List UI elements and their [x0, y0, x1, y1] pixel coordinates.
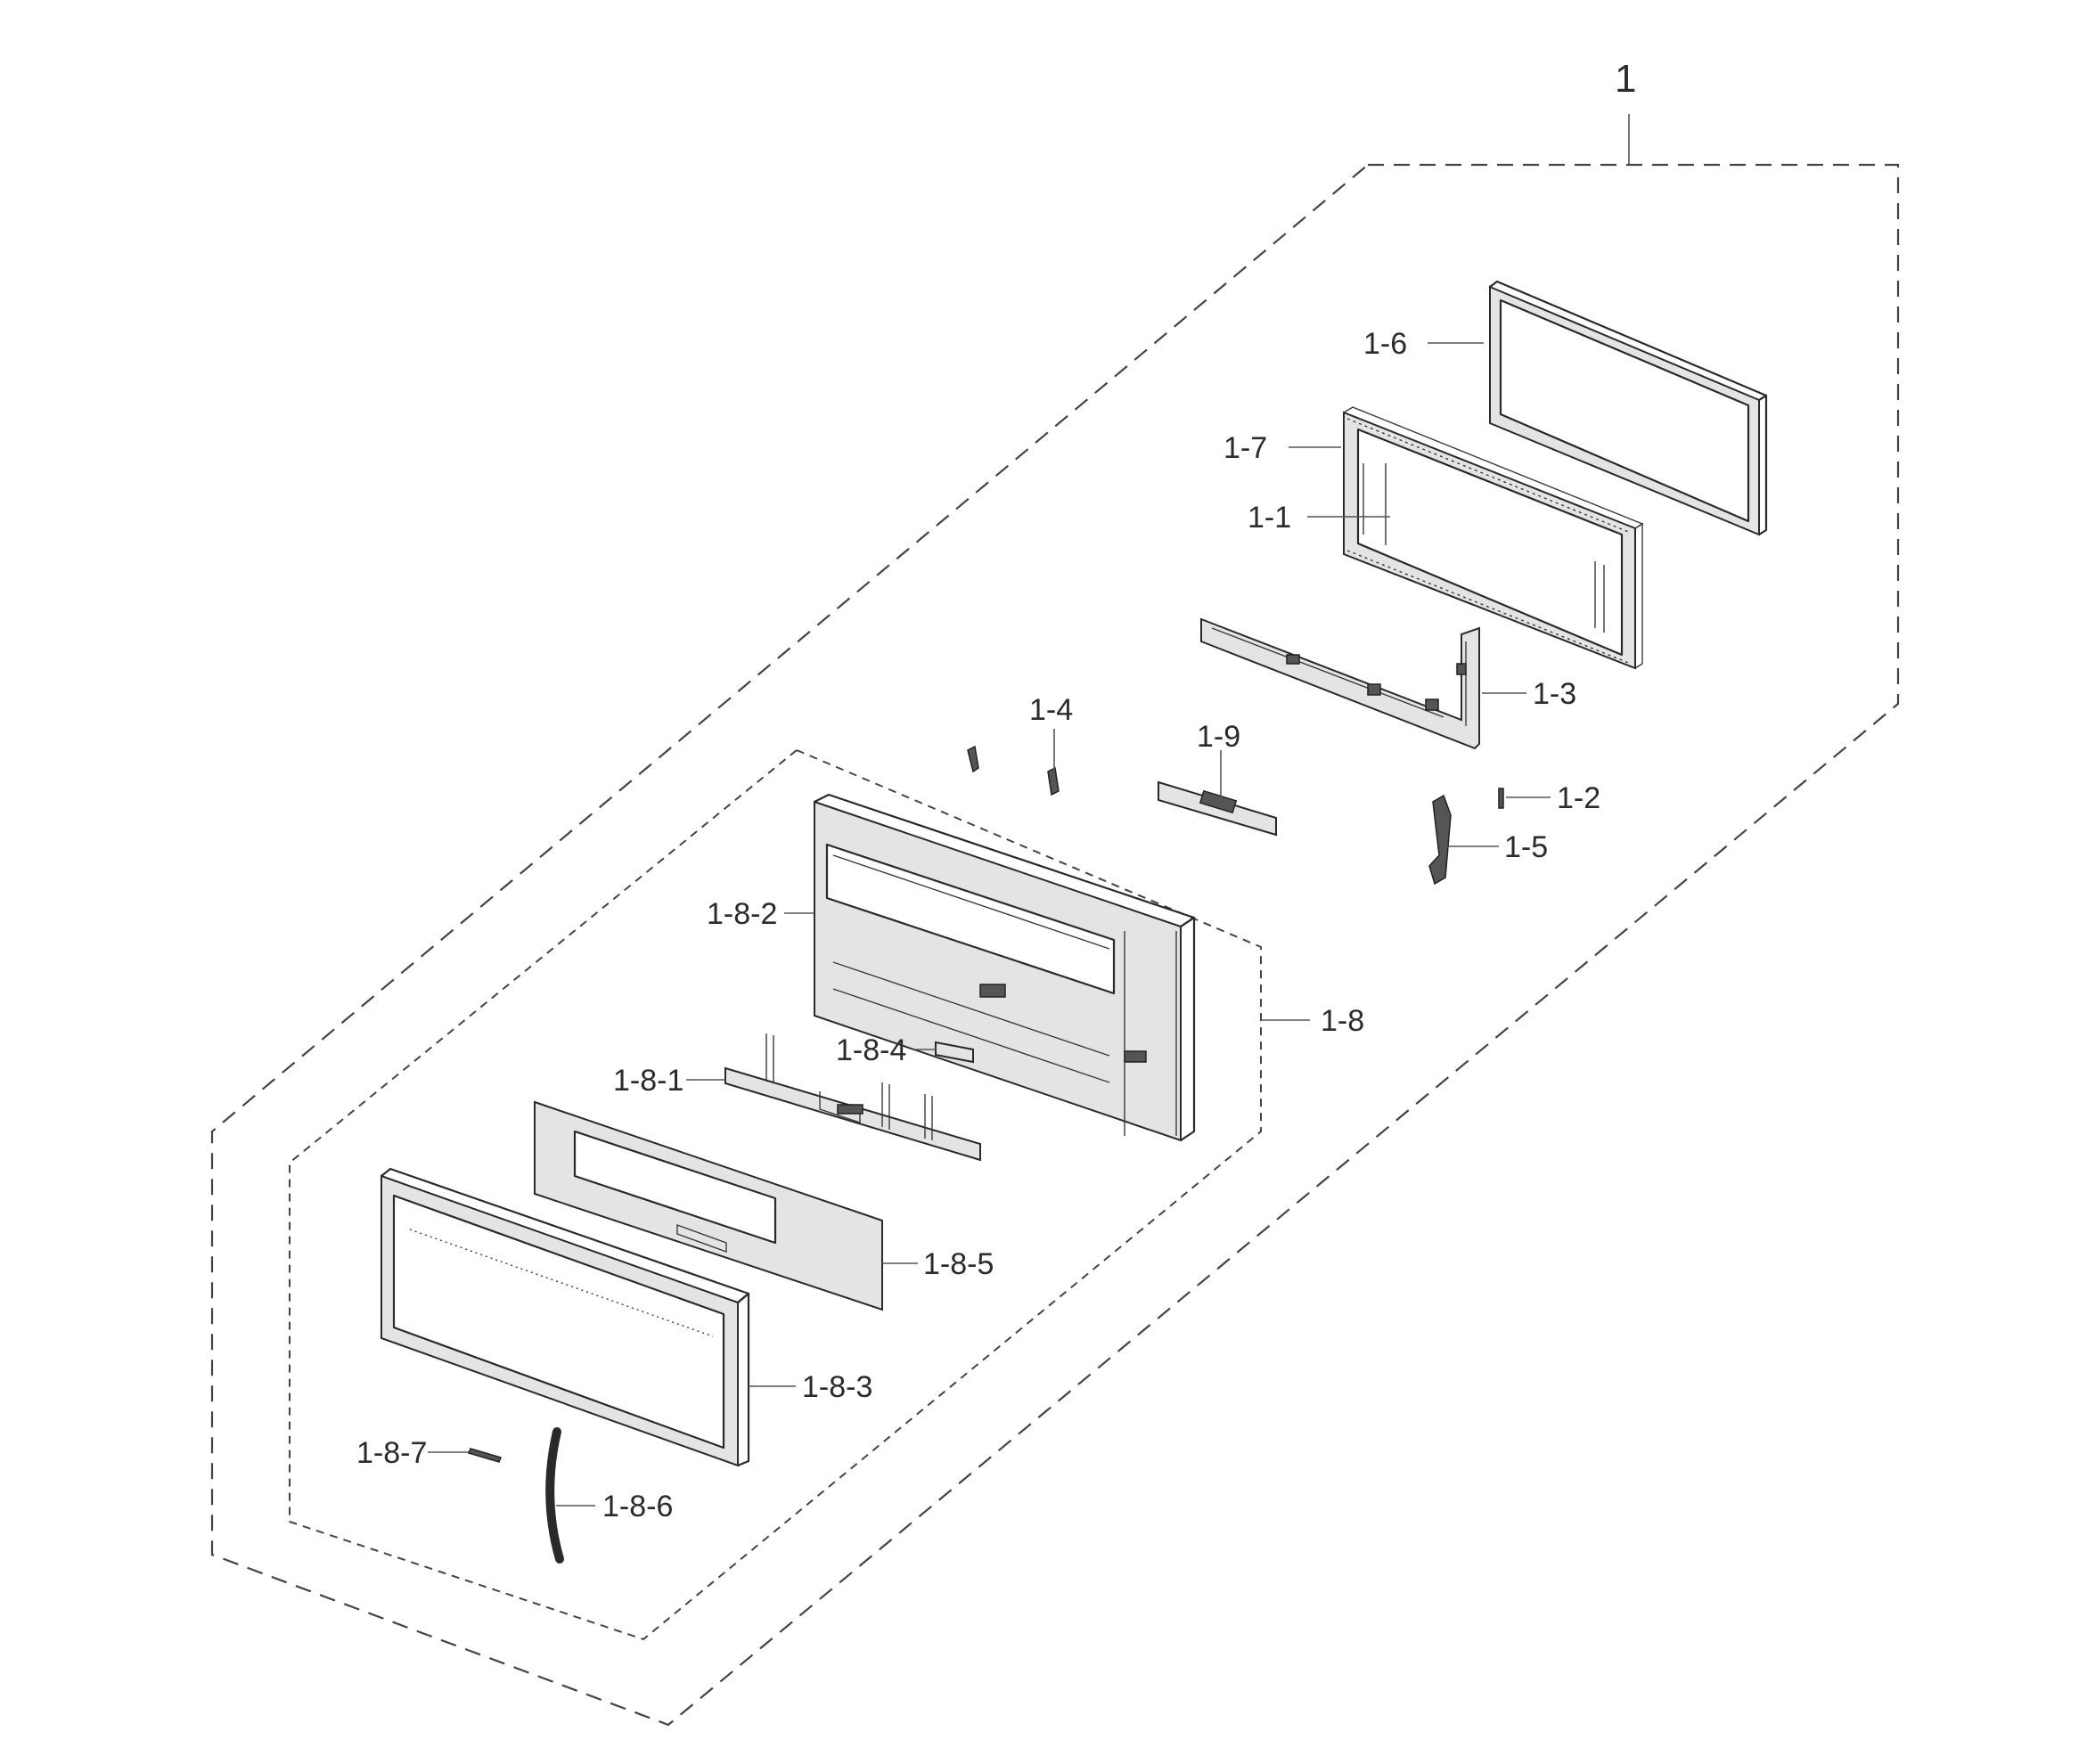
part-1-9-plate	[1158, 780, 1277, 837]
label-1-8-7: 1-8-7	[356, 1436, 427, 1470]
label-1-4: 1-4	[1029, 693, 1073, 727]
label-1-8-1: 1-8-1	[613, 1064, 683, 1098]
label-1-8-4: 1-8-4	[836, 1033, 906, 1067]
part-1-8-2-control-frame	[814, 793, 1196, 1142]
part-1-8-6-handle-grip	[545, 1427, 564, 1564]
label-1-3: 1-3	[1533, 677, 1576, 711]
part-1-4-clips	[967, 745, 1060, 796]
assembly-boundary-outer	[210, 163, 1900, 1727]
part-1-8-1-pcb-strip	[724, 1033, 981, 1162]
label-1-9: 1-9	[1197, 720, 1240, 754]
part-1-6-door-frame	[1489, 280, 1768, 536]
part-1-8-4-button	[935, 1041, 974, 1064]
part-1-2-pin	[1498, 788, 1504, 809]
part-1-8-5-display-window	[534, 1100, 883, 1311]
label-1-8-3: 1-8-3	[802, 1370, 872, 1404]
part-1-3-bracket	[1200, 617, 1480, 750]
label-1-2: 1-2	[1557, 781, 1600, 815]
label-1-8-2: 1-8-2	[707, 897, 777, 931]
part-1-8-7-screw	[467, 1448, 503, 1463]
label-1-7: 1-7	[1223, 431, 1267, 465]
label-1-8-6: 1-8-6	[602, 1490, 673, 1523]
label-1-6: 1-6	[1363, 327, 1407, 361]
leader-lines	[428, 114, 1630, 1507]
part-1-5-latch	[1428, 794, 1452, 886]
label-1-8-5: 1-8-5	[923, 1247, 994, 1281]
label-1-1: 1-1	[1248, 501, 1291, 535]
label-1-8: 1-8	[1321, 1004, 1364, 1038]
part-1-8-3-door-panel	[381, 1167, 750, 1467]
part-1-7-choke-frame	[1343, 406, 1644, 670]
label-1-5: 1-5	[1504, 830, 1548, 864]
subassembly-boundary-1-8	[289, 748, 1262, 1641]
label-1: 1	[1615, 57, 1636, 101]
